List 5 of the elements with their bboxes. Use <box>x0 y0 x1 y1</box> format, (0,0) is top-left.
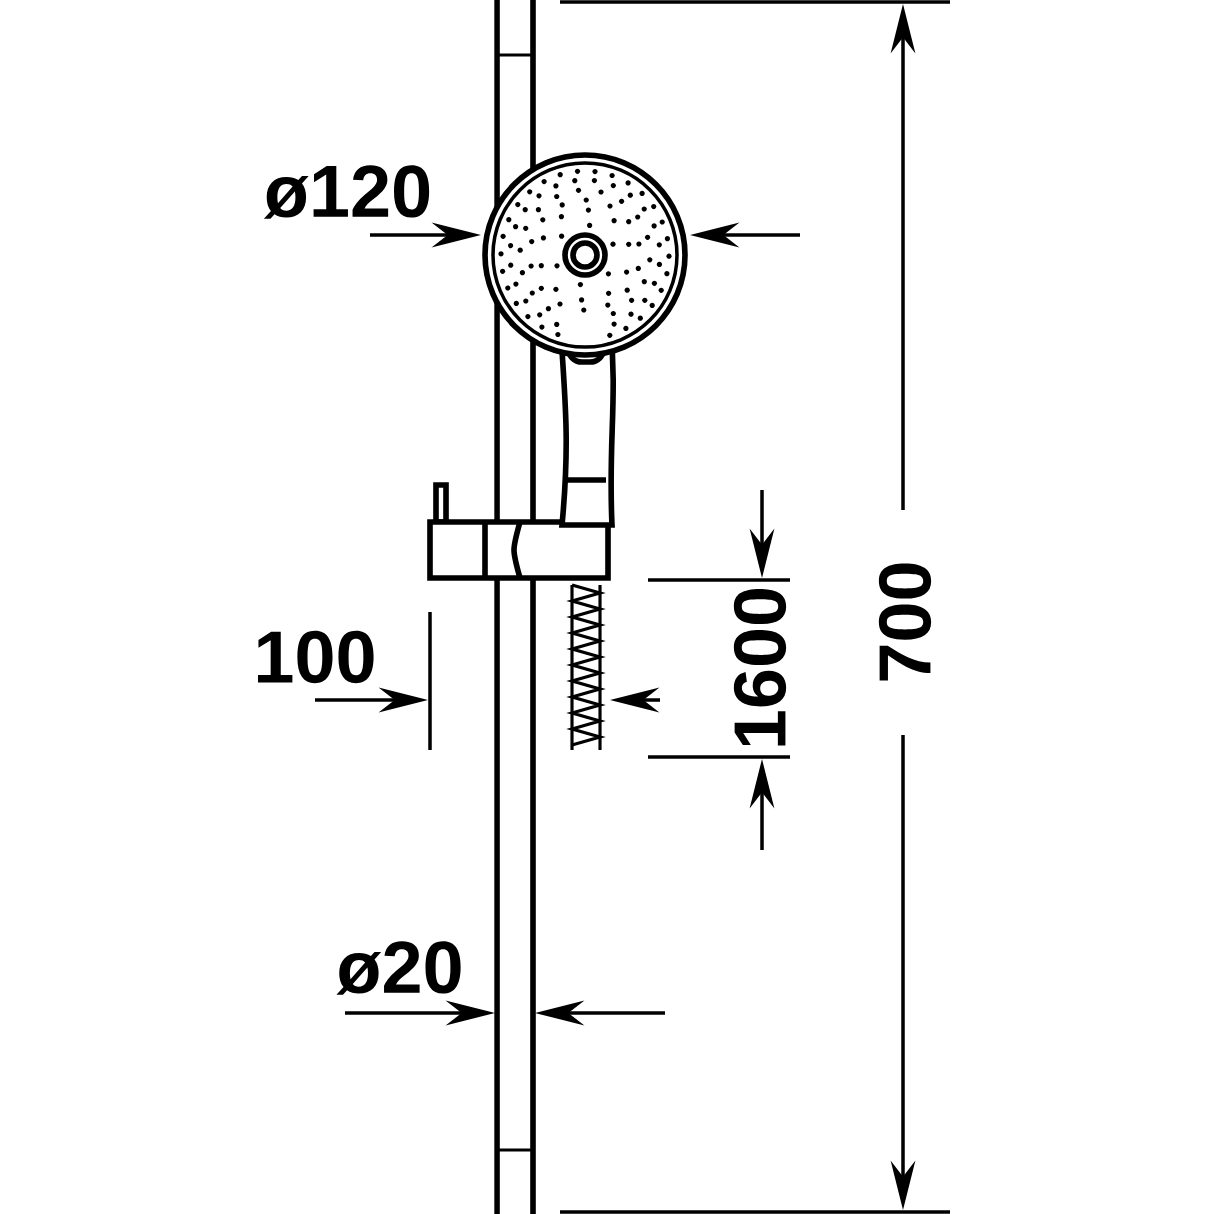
dimension-label: ø20 <box>336 941 461 995</box>
dimension-label: ø120 <box>263 165 430 219</box>
dimension-label: 700 <box>878 563 932 681</box>
dimension-label: 1600 <box>733 588 787 746</box>
dimension-label: 100 <box>258 630 374 684</box>
